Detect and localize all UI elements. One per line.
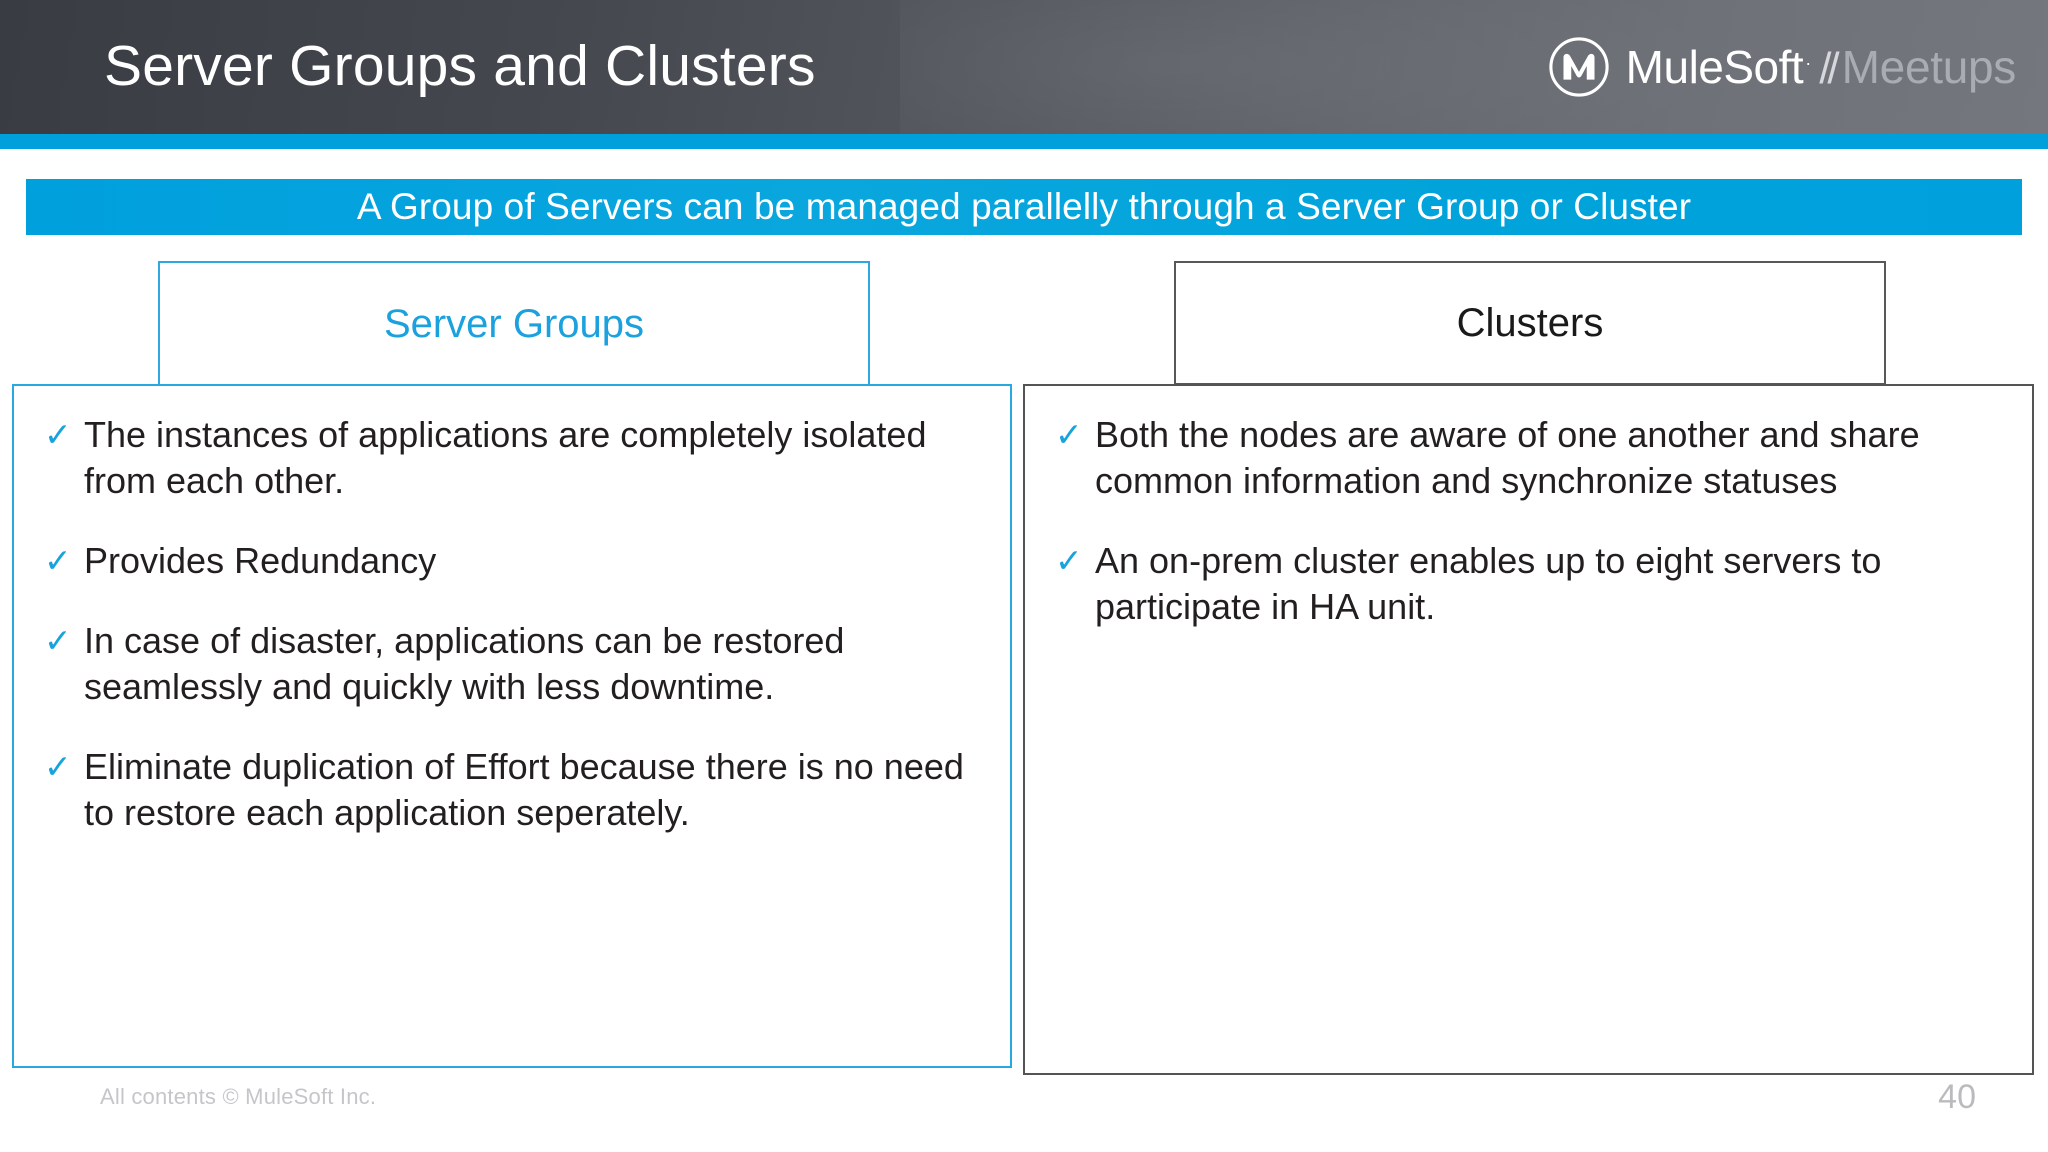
check-icon: ✓ xyxy=(44,416,72,453)
list-item: ✓ Eliminate duplication of Effort becaus… xyxy=(40,744,984,836)
list-item-text: Both the nodes are aware of one another … xyxy=(1095,414,1920,501)
check-icon: ✓ xyxy=(44,622,72,659)
brand-separator: // xyxy=(1819,44,1840,93)
check-icon: ✓ xyxy=(44,748,72,785)
check-icon: ✓ xyxy=(1055,416,1083,453)
brand-registered-mark: · xyxy=(1805,53,1812,73)
list-item: ✓ In case of disaster, applications can … xyxy=(40,618,984,710)
slide-header: Server Groups and Clusters MuleSoft· // … xyxy=(0,0,2048,134)
column-body-server-groups: ✓ The instances of applications are comp… xyxy=(12,384,1012,1068)
footer-copyright: All contents © MuleSoft Inc. xyxy=(100,1084,377,1109)
list-item-text: The instances of applications are comple… xyxy=(84,414,927,501)
bullet-list-server-groups: ✓ The instances of applications are comp… xyxy=(40,412,984,836)
column-title-clusters: Clusters xyxy=(1456,301,1604,345)
list-item-text: Eliminate duplication of Effort because … xyxy=(84,746,964,833)
list-item: ✓ Both the nodes are aware of one anothe… xyxy=(1051,412,2006,504)
list-item-text: In case of disaster, applications can be… xyxy=(84,620,845,707)
column-title-server-groups: Server Groups xyxy=(383,302,645,346)
brand-name: MuleSoft xyxy=(1625,41,1804,93)
column-header-server-groups: Server Groups xyxy=(158,261,870,387)
page-number: 40 xyxy=(1938,1078,1976,1116)
check-icon: ✓ xyxy=(1055,542,1083,579)
brand-wordmark: MuleSoft· // Meetups xyxy=(1625,40,2017,94)
check-icon: ✓ xyxy=(44,542,72,579)
header-accent-strip xyxy=(0,134,2048,149)
brand-logo: MuleSoft· // Meetups xyxy=(1548,32,2016,102)
summary-banner: A Group of Servers can be managed parall… xyxy=(26,179,2022,235)
column-body-clusters: ✓ Both the nodes are aware of one anothe… xyxy=(1023,384,2034,1075)
list-item: ✓ The instances of applications are comp… xyxy=(40,412,984,504)
list-item: ✓ Provides Redundancy xyxy=(40,538,984,584)
brand-sub-name: Meetups xyxy=(1841,41,2017,93)
summary-banner-text: A Group of Servers can be managed parall… xyxy=(356,186,1692,227)
bullet-list-clusters: ✓ Both the nodes are aware of one anothe… xyxy=(1051,412,2006,630)
list-item-text: Provides Redundancy xyxy=(84,540,437,581)
list-item-text: An on-prem cluster enables up to eight s… xyxy=(1095,540,1882,627)
list-item: ✓ An on-prem cluster enables up to eight… xyxy=(1051,538,2006,630)
column-header-clusters: Clusters xyxy=(1174,261,1886,385)
page-title: Server Groups and Clusters xyxy=(104,34,816,98)
mulesoft-m-logo-icon xyxy=(1549,37,1609,97)
